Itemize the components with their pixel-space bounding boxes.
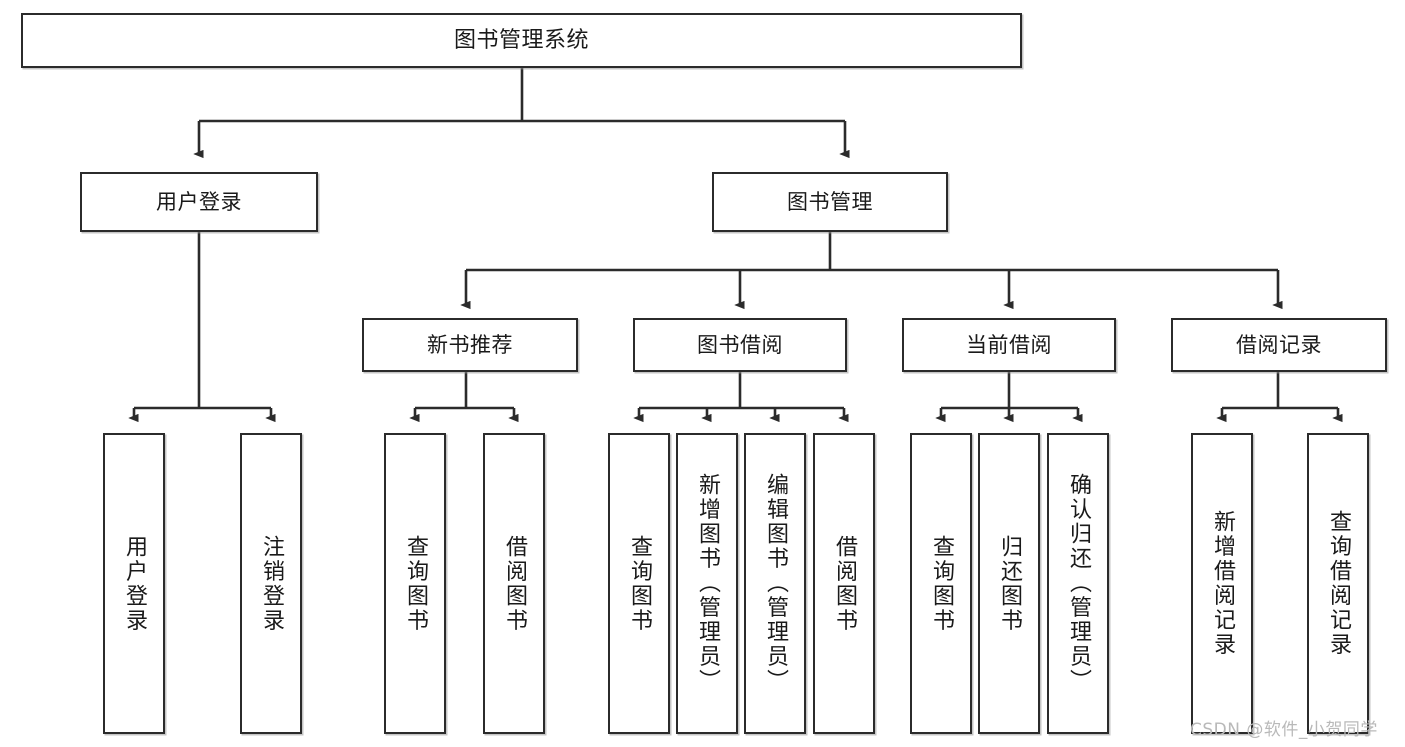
node-borrow-record[interactable]: 借阅记录 [1171, 318, 1387, 372]
node-book-management[interactable]: 图书管理 [712, 172, 948, 232]
node-label: 当前借阅 [966, 332, 1052, 357]
node-label: 查询图书 [403, 534, 428, 633]
node-label: 注销登录 [259, 534, 284, 633]
node-label: 查询借阅记录 [1326, 510, 1351, 657]
node-label: 借阅图书 [832, 534, 857, 633]
node-label: 新增图书（管理员） [695, 473, 720, 694]
node-label: 查询图书 [627, 534, 652, 633]
node-label: 用户登录 [156, 189, 242, 214]
leaf-query-borrow-record[interactable]: 查询借阅记录 [1307, 433, 1369, 734]
leaf-logout-login[interactable]: 注销登录 [240, 433, 302, 734]
node-label: 归还图书 [997, 534, 1022, 633]
leaf-add-book[interactable]: 新增图书（管理员） [676, 433, 738, 734]
node-label: 图书管理系统 [453, 27, 589, 53]
node-current-borrow[interactable]: 当前借阅 [902, 318, 1116, 372]
leaf-add-borrow-record[interactable]: 新增借阅记录 [1191, 433, 1253, 734]
node-label: 确认归还（管理员） [1066, 473, 1091, 694]
watermark-text: CSDN @软件_小贺同学 [1190, 720, 1378, 740]
node-label: 借阅图书 [502, 534, 527, 633]
node-label: 编辑图书（管理员） [763, 473, 788, 694]
node-book-borrow[interactable]: 图书借阅 [633, 318, 847, 372]
node-label: 用户登录 [122, 534, 147, 633]
node-label: 查询图书 [929, 534, 954, 633]
leaf-confirm-return[interactable]: 确认归还（管理员） [1047, 433, 1109, 734]
leaf-borrow-book-2[interactable]: 借阅图书 [813, 433, 875, 734]
leaf-borrow-book-1[interactable]: 借阅图书 [483, 433, 545, 734]
node-label: 借阅记录 [1236, 332, 1322, 357]
node-user-login[interactable]: 用户登录 [80, 172, 318, 232]
node-label: 新书推荐 [427, 332, 513, 357]
node-label: 图书管理 [787, 189, 873, 214]
node-new-book-recommend[interactable]: 新书推荐 [362, 318, 578, 372]
leaf-user-login[interactable]: 用户登录 [103, 433, 165, 734]
node-label: 图书借阅 [697, 332, 783, 357]
leaf-edit-book[interactable]: 编辑图书（管理员） [744, 433, 806, 734]
leaf-query-book-2[interactable]: 查询图书 [608, 433, 670, 734]
node-label: 新增借阅记录 [1210, 510, 1235, 657]
leaf-query-book-1[interactable]: 查询图书 [384, 433, 446, 734]
leaf-query-book-3[interactable]: 查询图书 [910, 433, 972, 734]
leaf-return-book[interactable]: 归还图书 [978, 433, 1040, 734]
node-root-system[interactable]: 图书管理系统 [21, 13, 1022, 68]
